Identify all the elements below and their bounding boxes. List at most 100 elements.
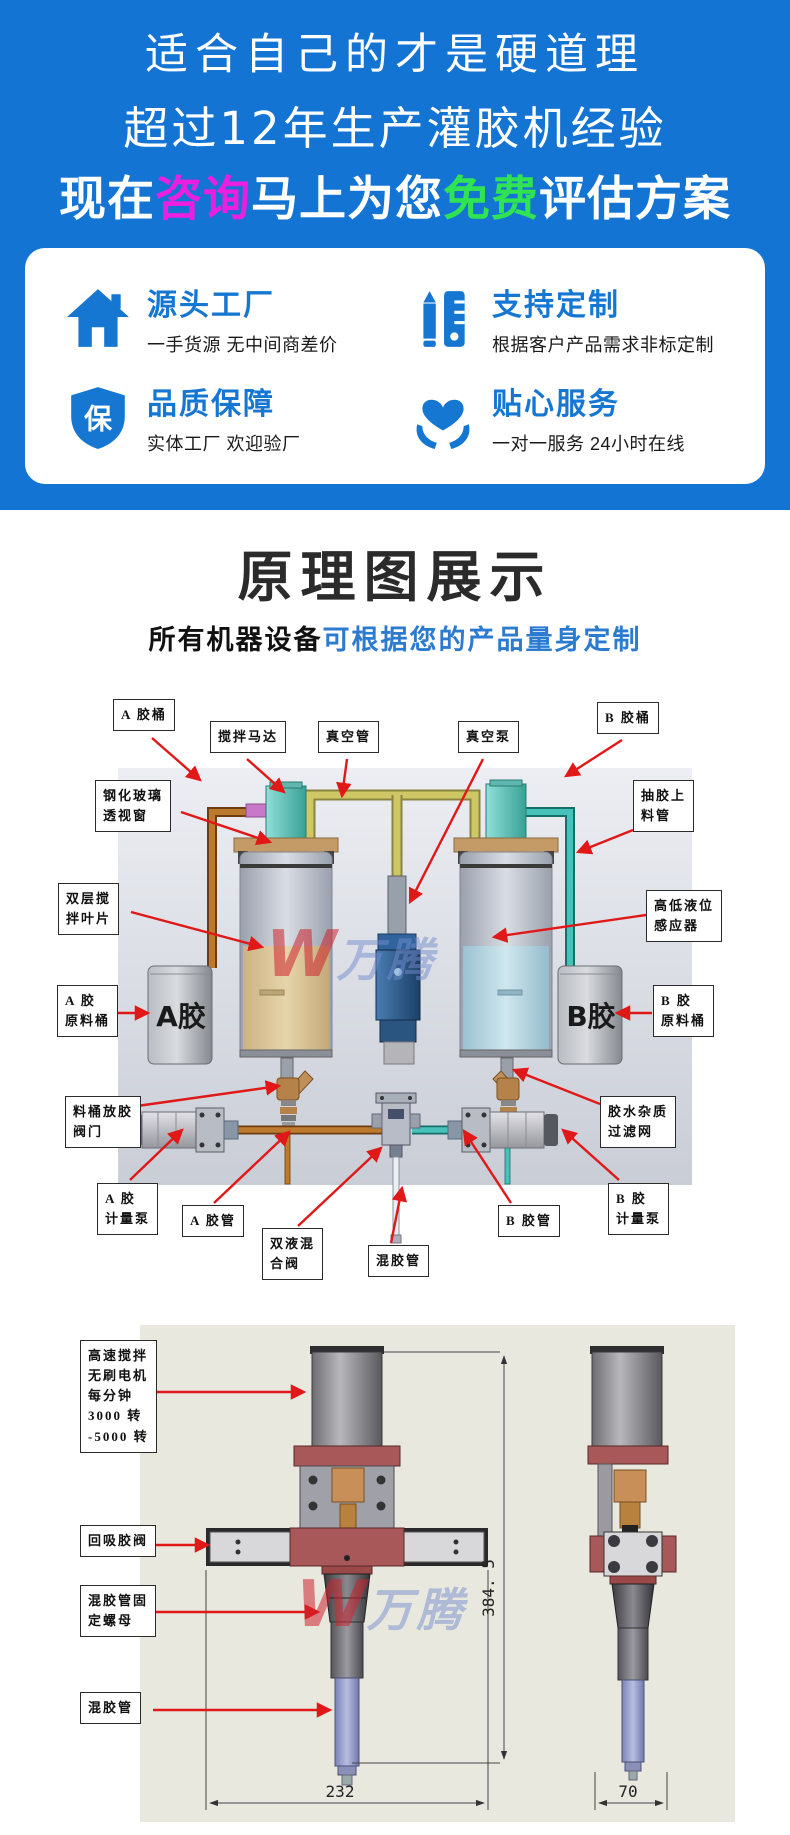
label-blades: 双层搅拌叶片 — [58, 883, 120, 936]
pump-a-bolt1 — [199, 1112, 205, 1118]
tank-a-lid — [233, 837, 339, 853]
mixhead-diagram-graphic: 384. 5 232 70 — [140, 1325, 735, 1822]
fv-crossbar-right — [403, 1531, 485, 1563]
drain-valve-a — [276, 1057, 314, 1185]
banner-line3-part3: 评估方案 — [539, 172, 731, 227]
sv-bolt2 — [646, 1535, 658, 1547]
sv-mount-plate — [587, 1445, 669, 1465]
label-suckback-valve: 回吸胶阀 — [80, 1525, 157, 1558]
sv-brass-taper — [619, 1501, 641, 1529]
banner-highlight-consult: 咨询 — [155, 172, 251, 227]
sv-tube-upper — [617, 1627, 649, 1681]
banner-line3-part1: 现在 — [59, 172, 155, 227]
arrow-a-pipe — [213, 1130, 291, 1204]
vacuum-pump-lower — [379, 1019, 417, 1043]
pump-b-endcap — [544, 1114, 558, 1146]
label-a-metering-pump: A 胶计量泵 — [97, 1183, 159, 1236]
sv-tube-nub — [628, 1770, 638, 1781]
pump-b-coupler — [447, 1120, 463, 1140]
fv-bolt2 — [308, 1501, 318, 1511]
mix-valve-bolt2 — [408, 1096, 412, 1100]
valve-a-body — [276, 1077, 300, 1101]
shield-badge-char: 保 — [83, 404, 113, 435]
fv-mount-plate — [293, 1445, 401, 1467]
b-feed-pipe — [524, 809, 573, 968]
label-b-raw-barrel: B 胶原料桶 — [653, 985, 715, 1038]
sv-mixing-tube — [621, 1679, 645, 1763]
pump-b-bolt3 — [465, 1142, 471, 1148]
fv-tube-tip — [337, 1765, 357, 1776]
label-tube-nut: 混胶管固定螺母 — [80, 1585, 157, 1638]
fv-cb-center-bolt — [344, 1555, 350, 1561]
sv-bolt3 — [608, 1561, 620, 1573]
mix-valve-fitting — [389, 1144, 403, 1158]
arrow-blades — [130, 910, 265, 952]
sv-brass-cylinder — [613, 1469, 647, 1503]
label-b-metering-pump: B 胶计量泵 — [608, 1183, 670, 1236]
principle-diagram: A胶 B胶 — [0, 690, 790, 1290]
fv-taper — [321, 1565, 373, 1575]
tank-b — [453, 779, 559, 1058]
vacuum-pump-clamp — [377, 933, 417, 951]
label-glass-window: 钢化玻璃透视窗 — [95, 780, 172, 833]
label-mix-tube: 混胶管 — [368, 1245, 430, 1278]
valve-b-fit2 — [500, 1107, 517, 1114]
feature-title: 支持定制 — [492, 289, 620, 322]
feature-source-factory: 源头工厂 一手货源 无中间商差价 — [65, 278, 392, 359]
fv-bolt4 — [376, 1501, 386, 1511]
arrow-mix-valve — [297, 1146, 383, 1227]
tank-a-coupling — [245, 803, 269, 818]
arrow-suction-pipe — [575, 828, 634, 855]
pump-b-bolt1 — [465, 1112, 471, 1118]
arrow-b-pump — [561, 1128, 620, 1181]
mix-valve-window — [388, 1109, 404, 1119]
feature-desc: 根据客户产品需求非标定制 — [492, 335, 714, 355]
barrel-a: A胶 — [147, 965, 213, 1065]
feature-desc: 实体工厂 欢迎验厂 — [147, 434, 301, 454]
banner-highlight-free: 免费 — [443, 172, 539, 227]
valve-a-fit2 — [280, 1107, 297, 1114]
label-vacuum-pump: 真空泵 — [458, 721, 520, 754]
label-b-tank: B 胶桶 — [597, 702, 659, 735]
vacuum-pump-body — [375, 949, 421, 1021]
label-level-sensor: 高低液位感应器 — [646, 890, 723, 943]
label-vacuum-pipe: 真空管 — [318, 721, 380, 754]
tank-b-motor-cap — [489, 779, 523, 787]
label-a-pipe: A 胶管 — [182, 1205, 244, 1238]
feature-quality: 保 品质保障 实体工厂 欢迎验厂 — [65, 377, 392, 458]
tank-b-rim — [460, 864, 552, 868]
tank-b-blade — [497, 989, 523, 996]
fv-brass-cylinder — [331, 1467, 365, 1503]
pump-a-bolt3 — [199, 1142, 205, 1148]
fv-bolt1 — [308, 1475, 318, 1485]
feature-title: 源头工厂 — [147, 289, 275, 322]
fv-cb-bolt2 — [235, 1549, 241, 1555]
sv-bolt1 — [608, 1535, 620, 1547]
sv-motor — [591, 1351, 663, 1447]
dim-front-width-value: 232 — [326, 1782, 355, 1801]
label-mixer-motor: 搅拌马达 — [210, 721, 287, 754]
tank-a — [233, 781, 339, 1058]
fv-bolt3 — [376, 1475, 386, 1485]
vacuum-pump-assembly — [375, 875, 421, 1065]
section-subtitle: 所有机器设备可根据您的产品量身定制 — [0, 618, 790, 657]
fv-crossbar-left — [209, 1531, 291, 1563]
arrow-a-tank — [151, 737, 202, 782]
label-mixing-tube: 混胶管 — [80, 1692, 142, 1725]
banner-line3-part2: 马上为您 — [251, 172, 443, 227]
tank-a-bottom-rim — [239, 1049, 333, 1058]
section-title: 原理图展示 — [237, 545, 553, 609]
sv-motor-cap — [590, 1346, 664, 1354]
fv-brass-lower — [339, 1503, 357, 1529]
sv-coupling — [622, 1525, 638, 1534]
fv-mixing-tube — [334, 1677, 360, 1767]
banner-line-3: 现在咨询马上为您免费评估方案 — [0, 160, 790, 229]
feature-customization: 支持定制 根据客户产品需求非标定制 — [410, 278, 737, 359]
metering-pump-a — [128, 1107, 239, 1153]
arrow-level-sensor — [491, 913, 647, 943]
fv-cb-bolt3 — [453, 1539, 459, 1545]
sv-bracket — [597, 1463, 613, 1543]
arrow-a-pump — [129, 1128, 184, 1181]
